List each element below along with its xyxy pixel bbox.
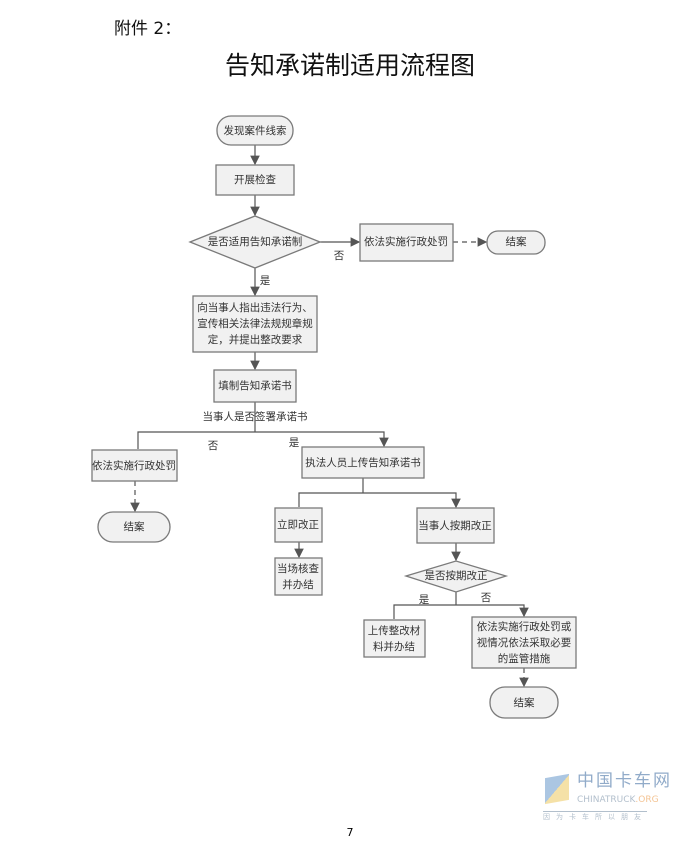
onsite-check-box: 当场核查 并办结	[274, 557, 323, 596]
svg-text:并办结: 并办结	[282, 578, 314, 591]
close-terminal-3: 结案	[489, 686, 559, 719]
upload-materials-box: 上传整改材 料并办结	[363, 619, 426, 658]
svg-text:的监管措施: 的监管措施	[498, 652, 551, 665]
svg-text:结案: 结案	[506, 235, 527, 248]
watermark-en: CHINATRUCK.ORG	[577, 795, 659, 805]
svg-text:当事人按期改正: 当事人按期改正	[418, 519, 492, 532]
immediate-fix-box: 立即改正	[274, 507, 323, 543]
svg-text:上传整改材: 上传整改材	[368, 624, 421, 637]
decision-ontime-diamond: 是否按期改正	[403, 560, 509, 593]
svg-text:依法实施行政处罚或: 依法实施行政处罚或	[477, 620, 572, 633]
svg-text:结案: 结案	[124, 520, 145, 533]
notify-box: 向当事人指出违法行为、 宣传相关法律法规规章规 定，并提出整改要求	[192, 295, 318, 353]
no-label: 否	[334, 250, 345, 262]
no-label: 否	[481, 592, 492, 604]
svg-text:视情况依法采取必要: 视情况依法采取必要	[477, 636, 572, 649]
svg-text:发现案件线索: 发现案件线索	[224, 124, 287, 137]
svg-text:向当事人指出违法行为、: 向当事人指出违法行为、	[197, 301, 313, 314]
svg-text:当场核查: 当场核查	[277, 562, 319, 575]
svg-text:开展检查: 开展检查	[234, 173, 276, 186]
svg-text:依法实施行政处罚: 依法实施行政处罚	[92, 459, 176, 472]
svg-text:是否按期改正: 是否按期改正	[425, 569, 488, 582]
yes-label: 是	[260, 275, 271, 287]
svg-text:是否适用告知承诺制: 是否适用告知承诺制	[208, 235, 303, 248]
page-number: 7	[346, 826, 354, 839]
svg-text:定，并提出整改要求: 定，并提出整改要求	[208, 333, 303, 346]
no-label: 否	[208, 440, 219, 452]
svg-text:宣传相关法律法规规章规: 宣传相关法律法规规章规	[197, 317, 313, 330]
decision-apply-diamond: 是否适用告知承诺制	[188, 215, 322, 269]
start-terminal: 发现案件线索	[216, 115, 294, 146]
watermark-logo: 中国卡车网 CHINATRUCK.ORG 因为卡车所以朋友	[543, 772, 693, 828]
fix-on-time-box: 当事人按期改正	[416, 507, 495, 544]
penalty-box-1: 依法实施行政处罚	[359, 223, 454, 262]
svg-text:执法人员上传告知承诺书: 执法人员上传告知承诺书	[305, 456, 421, 469]
svg-text:结案: 结案	[514, 696, 535, 709]
svg-text:立即改正: 立即改正	[277, 518, 319, 531]
attachment-label: 附件 2：	[114, 19, 182, 39]
watermark-slogan: 因为卡车所以朋友	[543, 811, 647, 821]
inspect-box: 开展检查	[215, 164, 295, 196]
watermark-en-tld: .ORG	[635, 795, 659, 805]
decision-sign-label: 当事人是否签署承诺书	[203, 410, 308, 423]
connectors	[130, 145, 529, 688]
watermark-en-name: CHINATRUCK	[577, 795, 636, 805]
close-terminal-1: 结案	[486, 230, 546, 255]
cube-logo-icon	[545, 773, 569, 805]
watermark-name: 中国卡车网	[577, 771, 672, 791]
yes-label: 是	[289, 437, 300, 449]
upload-commitment-box: 执法人员上传告知承诺书	[301, 446, 425, 479]
svg-text:依法实施行政处罚: 依法实施行政处罚	[364, 235, 448, 248]
svg-text:料并办结: 料并办结	[373, 640, 415, 653]
fill-form-box: 填制告知承诺书	[213, 369, 297, 403]
penalty-box-2: 依法实施行政处罚	[91, 449, 178, 482]
page-title: 告知承诺制适用流程图	[224, 51, 475, 80]
yes-label: 是	[419, 594, 430, 606]
close-terminal-2: 结案	[97, 511, 171, 543]
penalty-box-3: 依法实施行政处罚或 视情况依法采取必要 的监管措施	[471, 616, 577, 669]
svg-text:填制告知承诺书: 填制告知承诺书	[218, 379, 292, 392]
